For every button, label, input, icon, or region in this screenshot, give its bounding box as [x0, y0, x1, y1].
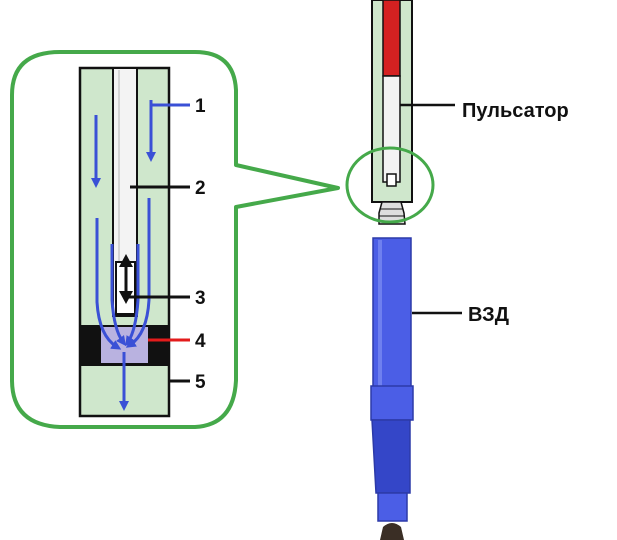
label-2: 2	[195, 178, 206, 199]
motor-lower-sub	[377, 492, 408, 522]
callout-outline	[10, 50, 340, 429]
vzd-label: ВЗД	[468, 304, 509, 326]
pulsator-assembly: Пульсатор	[345, 0, 569, 225]
arrow-down-icon	[125, 244, 140, 347]
pulsator-pin	[378, 201, 406, 225]
motor-bent-housing	[371, 419, 411, 494]
flow-arrows	[91, 100, 156, 411]
pulsator-valve	[386, 173, 397, 187]
arrow-down-icon	[110, 244, 126, 347]
small-callout-circle	[345, 146, 435, 224]
pulsator-label: Пульсатор	[462, 100, 569, 122]
label-4: 4	[195, 331, 206, 352]
label-5: 5	[195, 372, 206, 393]
label-3: 3	[195, 288, 206, 309]
label-1: 1	[195, 96, 206, 117]
motor-assembly: ВЗД	[370, 237, 509, 540]
drill-bit	[380, 523, 404, 540]
pulsator-channel	[382, 75, 401, 183]
pulsator-rod	[382, 0, 401, 77]
enlarged-section: 1 2 3 4 5	[78, 66, 206, 418]
arrow-down-icon	[95, 218, 122, 350]
motor-coupling	[370, 385, 414, 421]
